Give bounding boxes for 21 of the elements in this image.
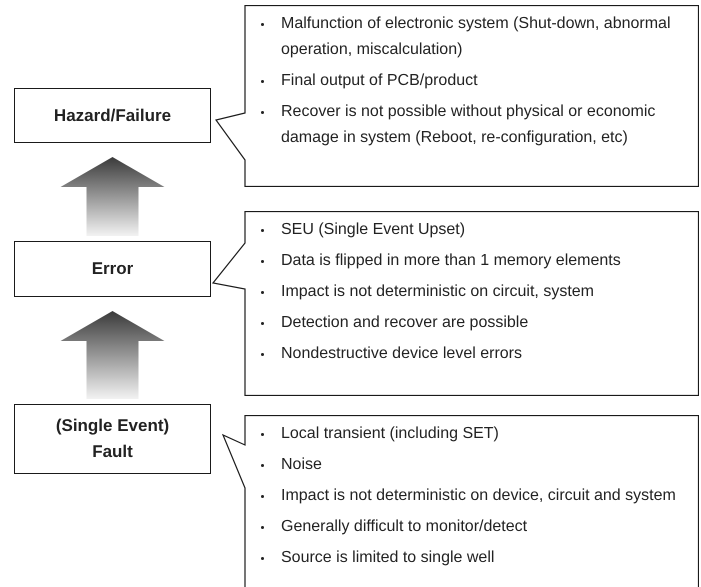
bullet-text: Noise — [281, 456, 322, 473]
block-arrow — [60, 311, 164, 399]
bullet-text: Impact is not deterministic on circuit, system — [281, 283, 594, 300]
bullet-text: Malfunction of electronic system (Shut-down, abnormal operation, miscalculation) — [281, 15, 671, 58]
bullet-text: Nondestructive device level errors — [281, 345, 522, 362]
bullet-text: Source is limited to single well — [281, 549, 494, 566]
bullet-text: Local transient (including SET) — [281, 425, 499, 442]
stage-box: Error — [14, 241, 211, 297]
stage-box: (Single Event) Fault — [14, 404, 211, 474]
bullet-text: Detection and recover are possible — [281, 314, 528, 331]
bullet-text: SEU (Single Event Upset) — [281, 221, 466, 238]
block-arrow — [60, 157, 164, 236]
callout-box — [215, 5, 699, 187]
stage-box: Hazard/Failure — [14, 88, 211, 143]
bullet-text: Final output of PCB/product — [281, 72, 478, 89]
bullet-text: Generally difficult to monitor/detect — [281, 518, 528, 535]
bullet-text: Data is flipped in more than 1 memory elements — [281, 252, 621, 269]
callout-box — [212, 211, 699, 396]
bullet-text: Impact is not deterministic on device, circuit and system — [281, 487, 676, 504]
callout-box — [222, 415, 699, 587]
bullet-text: Recover is not possible without physical or economic damage in system (Reboot, re-configuration, etc) — [281, 103, 656, 146]
